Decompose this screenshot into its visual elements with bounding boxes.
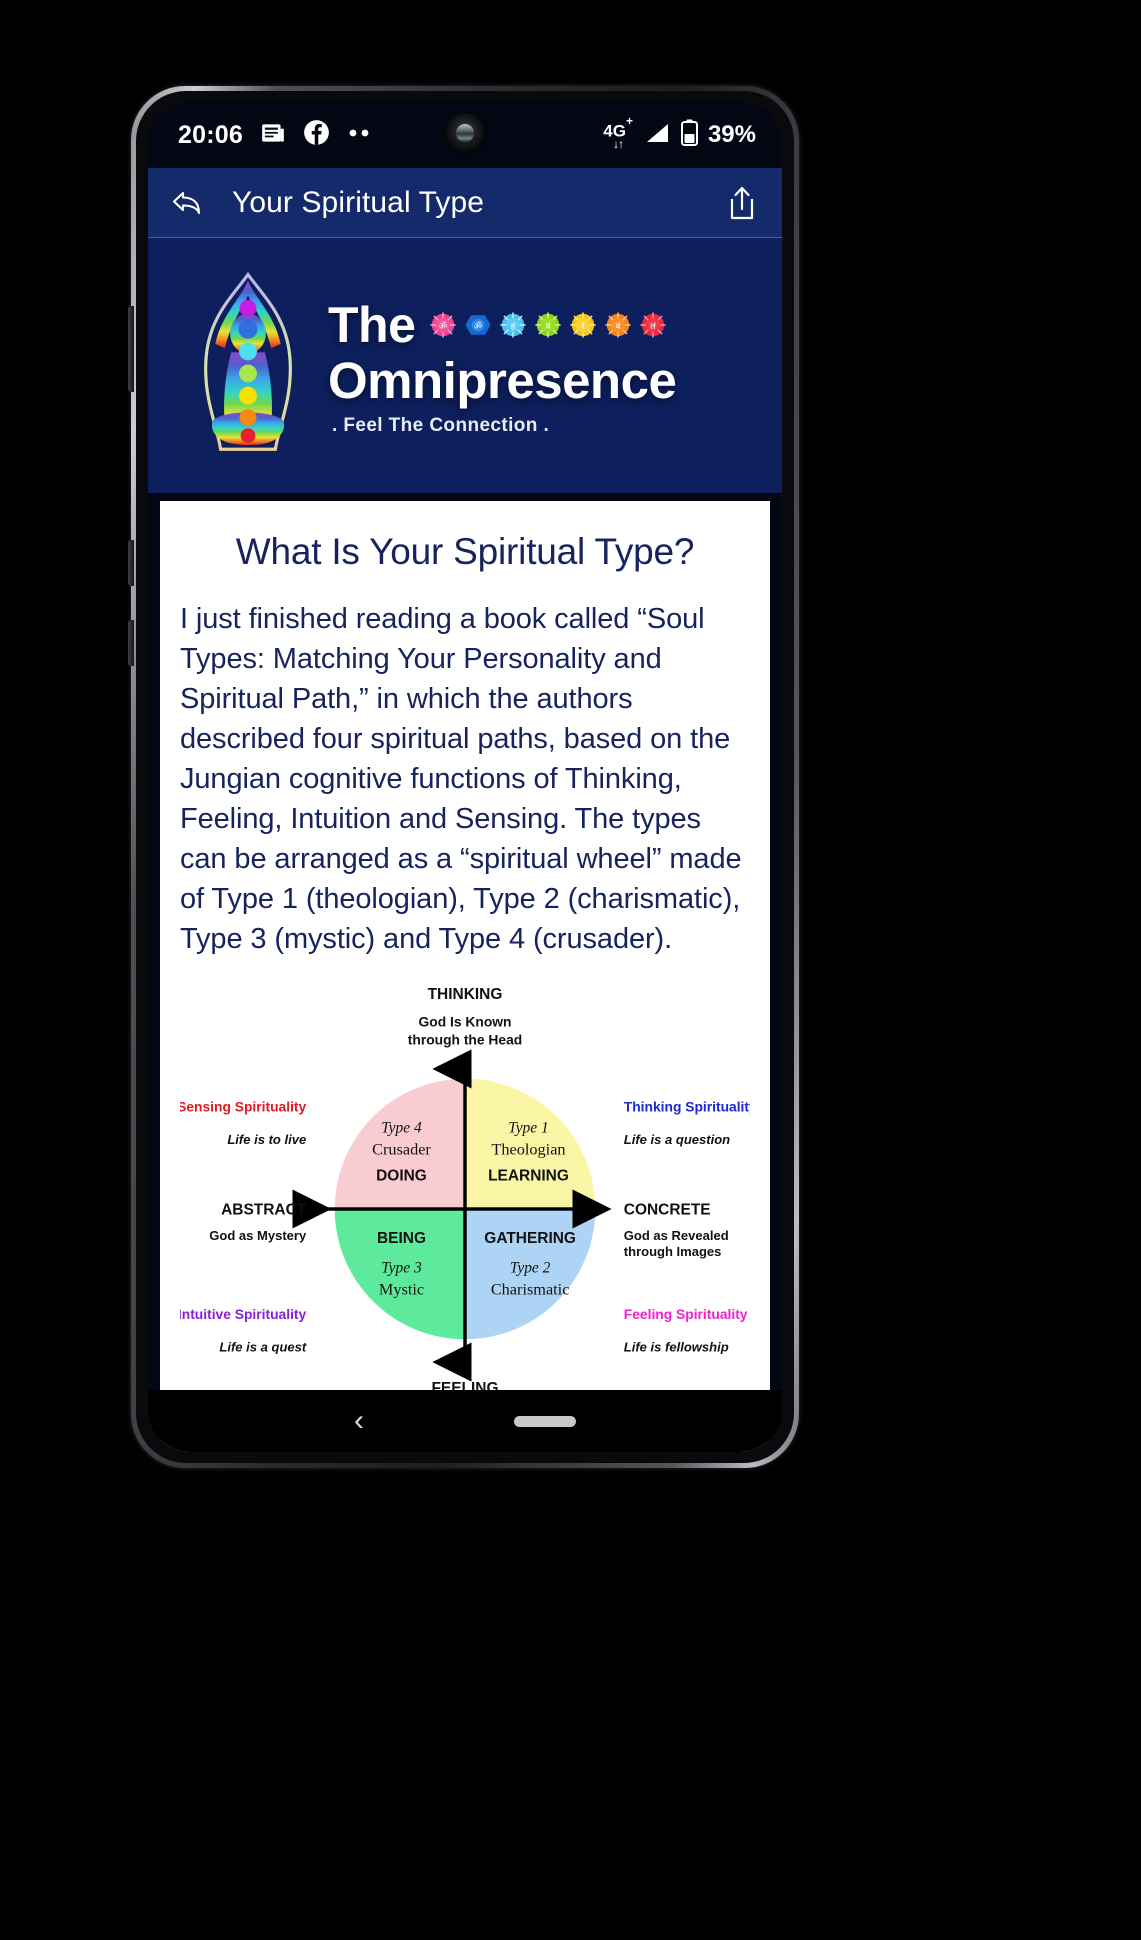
status-bar-right: 4G+ ↓↑ 39% [603,115,756,152]
corner-motto-sensing: Life is to live [227,1132,306,1147]
axis-label-left: ABSTRACT [221,1202,307,1219]
network-data-arrows: ↓↑ [613,137,624,152]
meditating-figure-chakra-logo [182,264,314,469]
throat-chakra-icon: हं [499,311,527,339]
news-icon [260,120,286,151]
page-title: Your Spiritual Type [232,185,485,219]
axis-label-top: THINKING [428,986,503,1003]
system-navigation-bar: ‹ [148,1390,782,1452]
status-bar: 20:06 [148,102,782,168]
spiritual-wheel-svg: THINKING God Is Known through the Head F… [180,986,750,1437]
network-type-indicator: 4G+ ↓↑ [603,115,633,152]
corner-label-thinking: Thinking Spirituality [624,1098,750,1114]
facebook-icon [303,119,330,151]
status-clock: 20:06 [178,120,243,149]
quadrant-mode-charismatic: GATHERING [484,1230,576,1247]
status-bar-left: 20:06 [178,119,375,151]
crown-chakra-icon: ॐ [429,311,457,339]
network-type-label: 4G [603,121,626,141]
quadrant-name-theologian: Theologian [491,1140,565,1159]
volume-down-button[interactable] [128,540,134,586]
network-plus-label: + [625,113,633,128]
quadrant-type-crusader: Type 4 [381,1120,422,1137]
back-button[interactable] [170,188,204,218]
front-camera-punch-hole [444,112,486,154]
signal-strength-icon [643,121,671,150]
svg-text:लं: लं [651,322,657,332]
brand-text-block: The ॐ [328,296,677,436]
corner-motto-intuitive: Life is a quest [219,1340,306,1355]
third-eye-chakra-icon: ॐ [464,311,492,339]
phone-screen: 20:06 [148,102,782,1452]
solar-plexus-chakra-icon: रं [569,311,597,339]
root-chakra-icon: लं [639,311,667,339]
share-icon [730,186,754,219]
quadrant-mode-theologian: LEARNING [488,1168,569,1185]
axis-sub-top-2: through the Head [408,1032,522,1048]
svg-text:ॐ: ॐ [439,322,447,333]
svg-text:यं: यं [546,322,551,332]
svg-text:ॐ: ॐ [474,322,482,333]
axis-sub-left: God as Mystery [209,1228,307,1243]
nav-home-pill[interactable] [514,1415,576,1427]
axis-sub-right-1: God as Revealed [624,1228,729,1243]
quadrant-type-charismatic: Type 2 [510,1260,551,1277]
quadrant-type-theologian: Type 1 [508,1120,549,1137]
app-bar: Your Spiritual Type [148,168,782,238]
quadrant-type-mystic: Type 3 [381,1260,422,1277]
corner-motto-feeling: Life is fellowship [624,1340,729,1355]
more-dots-icon [347,126,375,144]
article-paragraph: I just finished reading a book called “S… [180,603,742,956]
quadrant-mode-crusader: DOING [376,1168,427,1185]
reply-back-icon [172,191,201,214]
nav-back-chevron-icon[interactable]: ‹ [354,1404,364,1437]
svg-text:वं: वं [616,322,621,332]
brand-name-line2: Omnipresence [328,352,677,410]
article-heading: What Is Your Spiritual Type? [235,531,695,572]
quadrant-name-crusader: Crusader [372,1140,431,1159]
svg-text:रं: रं [582,322,586,332]
corner-label-feeling: Feeling Spirituality [624,1306,748,1322]
power-button[interactable] [128,620,134,666]
brand-tagline: . Feel The Connection . [332,414,550,436]
svg-text:हं: हं [511,322,516,332]
quadrant-name-mystic: Mystic [379,1280,424,1299]
corner-label-intuitive: Intuitive Spirituality [180,1306,307,1322]
quadrant-mode-mystic: BEING [377,1230,426,1247]
article-card: What Is Your Spiritual Type? I just fini… [160,501,770,1452]
corner-motto-thinking: Life is a question [624,1132,730,1147]
share-button[interactable] [726,185,758,221]
site-logo-banner: The ॐ [148,238,782,493]
corner-label-sensing: Sensing Spirituality [180,1098,307,1114]
axis-label-right: CONCRETE [624,1202,711,1219]
battery-percent-label: 39% [707,121,756,148]
brand-name-line1: The [328,297,416,354]
spiritual-wheel-diagram: THINKING God Is Known through the Head F… [180,979,750,1439]
battery-icon [680,119,698,151]
axis-sub-top-1: God Is Known [419,1014,512,1030]
sacral-chakra-icon: वं [604,311,632,339]
axis-sub-right-2: through Images [624,1244,722,1259]
heart-chakra-icon: यं [534,311,562,339]
quadrant-name-charismatic: Charismatic [491,1280,570,1299]
chakra-icon-row: ॐ ॐ [429,311,667,339]
volume-up-button[interactable] [128,306,134,392]
